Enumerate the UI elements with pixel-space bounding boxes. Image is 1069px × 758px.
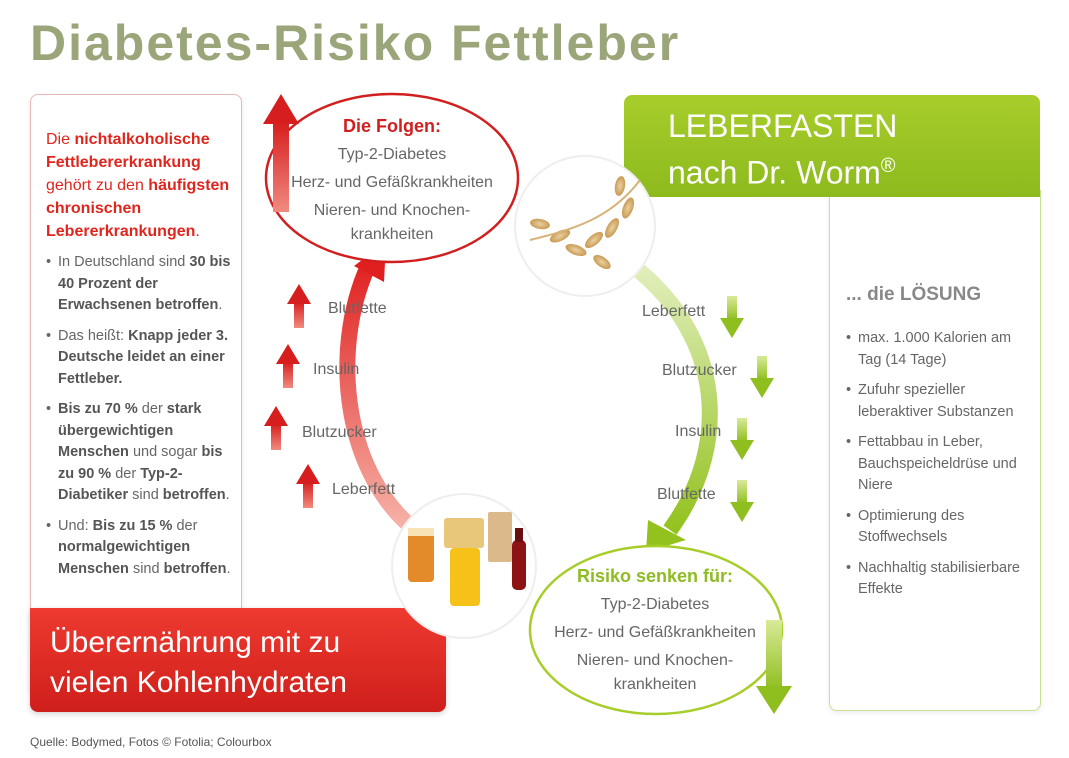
solution-header <box>624 95 1040 197</box>
solution-header-name: nach Dr. Worm <box>668 154 881 191</box>
source-note: Quelle: Bodymed, Fotos © Fotolia; Colour… <box>30 735 272 749</box>
cause-banner-line2: vielen Kohlenhydraten <box>50 666 347 699</box>
folgen-title: Die Folgen: <box>343 116 441 136</box>
page-title: Diabetes-Risiko Fettleber <box>30 15 681 71</box>
rise-arrow-1 <box>287 284 311 328</box>
rise-arrow-3 <box>264 406 288 450</box>
cause-banner-line1: Überernährung mit zu <box>50 626 341 659</box>
rise-arrow-2 <box>276 344 300 388</box>
solution-header-line1: LEBERFASTEN <box>668 108 898 144</box>
fall-arrow-1 <box>720 296 744 338</box>
cycle-right-label: Leberfett <box>642 303 706 320</box>
solution-header-text: LEBERFASTEN nach Dr. Worm® <box>668 106 897 193</box>
solution-header-line2: nach Dr. Worm® <box>668 146 897 193</box>
consequence-item: krankheiten <box>613 676 697 693</box>
consequence-item: Nieren- und Knochen- <box>576 652 734 669</box>
body-text: Die <box>46 131 75 148</box>
cycle-left-label: Blutzucker <box>302 424 377 441</box>
body-text: sind <box>128 487 163 503</box>
intro-text: Die nichtalkoholische Fettlebererkrankun… <box>46 128 236 243</box>
cycle-right-label: Insulin <box>675 423 722 440</box>
solution-item: Fettabbau in Leber, Bauchspeicheldrüse u… <box>846 432 1026 497</box>
rise-arrow-large <box>263 94 299 212</box>
body-text: gehört zu den <box>46 177 149 194</box>
emphasis-text: Knapp jeder 3. Deutsche leidet an einer … <box>58 327 229 387</box>
fall-arrow-large <box>756 620 792 714</box>
emphasis-text: Bis zu 15 % <box>92 517 173 534</box>
fact-item: Bis zu 70 % der stark übergewichtigen Me… <box>46 399 238 507</box>
folgen-ellipse <box>264 92 520 264</box>
emphasis-text: nichtalkoholische Fettlebererkrankung <box>46 131 210 171</box>
solution-item: max. 1.000 Kalorien am Tag (14 Tage) <box>846 328 1026 371</box>
solution-list: max. 1.000 Kalorien am Tag (14 Tage) Zufu… <box>846 328 1026 610</box>
consequence-item: Typ-2-Diabetes <box>337 146 447 163</box>
emphasis-text: 30 bis 40 Prozent der Erwachsenen betrof… <box>58 254 231 313</box>
solution-title: ... die LÖSUNG <box>846 284 982 305</box>
body-text: . <box>195 223 200 240</box>
fact-item: In Deutschland sind 30 bis 40 Prozent de… <box>46 252 238 317</box>
emphasis-text: häufigsten chronischen Lebererkrankungen <box>46 177 230 240</box>
emphasis-text: Bis zu 70 % <box>58 401 138 417</box>
solution-item: Optimierung des Stoffwechsels <box>846 506 1026 549</box>
body-text: der <box>172 517 198 534</box>
food-drinks-photo-icon <box>391 493 537 639</box>
risiko-title: Risiko senken für: <box>576 566 734 586</box>
body-text: Das heißt: <box>58 327 129 344</box>
fact-item: Und: Bis zu 15 % der normalgewichtigen M… <box>46 516 238 581</box>
body-text: und sogar <box>128 444 202 460</box>
cause-banner-text: Überernährung mit zu vielen Kohlenhydrat… <box>50 623 430 703</box>
body-text: sind <box>128 560 164 577</box>
consequence-item: Typ-2-Diabetes <box>600 596 710 613</box>
body-text: . <box>226 560 231 577</box>
emphasis-text: Typ-2-Diabetiker <box>58 465 183 504</box>
consequence-item: Herz- und Gefäßkrankheiten <box>554 624 756 641</box>
red-cycle-arc <box>339 254 421 537</box>
fall-arrow-4 <box>730 480 754 522</box>
solution-item: Zufuhr spezieller leberaktiver Substanze… <box>846 380 1026 423</box>
consequence-item: krankheiten <box>350 226 434 243</box>
body-text: der <box>111 465 141 482</box>
consequence-item: Herz- und Gefäßkrankheiten <box>291 174 493 191</box>
body-text: . <box>218 297 223 313</box>
rise-arrow-4 <box>296 464 320 508</box>
emphasis-text: betroffen <box>162 487 226 503</box>
fall-arrow-3 <box>730 418 754 460</box>
registered-mark: ® <box>880 155 896 177</box>
body-text: In Deutschland sind <box>58 254 190 270</box>
info-box-left <box>30 94 242 696</box>
green-cycle-arrowhead <box>646 520 686 552</box>
emphasis-text: bis zu 90 % <box>58 444 223 482</box>
cycle-right-label: Blutzucker <box>662 362 737 379</box>
emphasis-text: normalgewichtigen Menschen <box>58 539 191 577</box>
emphasis-text: betroffen <box>163 560 227 577</box>
cycle-left-label: Insulin <box>313 361 360 378</box>
emphasis-text: stark übergewichtigen Menschen <box>58 401 202 460</box>
cycle-right-label: Blutfette <box>657 486 716 503</box>
facts-list: In Deutschland sind 30 bis 40 Prozent de… <box>46 252 238 589</box>
body-text: der <box>137 401 167 417</box>
body-text: . <box>225 487 230 503</box>
cycle-left-label: Leberfett <box>332 481 396 498</box>
oats-photo-icon <box>514 155 656 297</box>
fall-arrow-2 <box>750 356 774 398</box>
green-cycle-arc <box>623 255 718 535</box>
body-text: Und: <box>58 517 93 534</box>
cycle-left-label: Blutfette <box>328 300 387 317</box>
solution-item: Nachhaltig stabilisierbare Effekte <box>846 558 1026 601</box>
cause-banner <box>30 608 446 712</box>
consequence-item: Nieren- und Knochen- <box>313 202 471 219</box>
fact-item: Das heißt: Knapp jeder 3. Deutsche leide… <box>46 326 238 391</box>
